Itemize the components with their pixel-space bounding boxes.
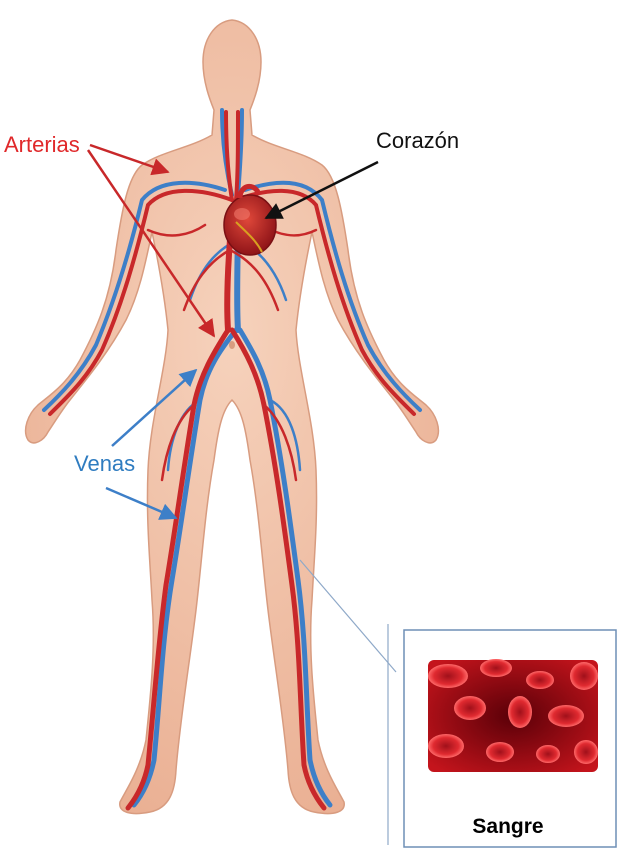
label-venas: Venas (74, 453, 135, 475)
label-arterias: Arterias (4, 134, 80, 156)
blood-cell (570, 662, 598, 690)
blood-cell (548, 705, 584, 727)
blood-cell (428, 664, 468, 688)
blood-cell (536, 745, 560, 763)
blood-cell (480, 659, 512, 677)
inset-connector-line (300, 560, 396, 672)
navel (229, 341, 235, 349)
blood-cell (486, 742, 514, 762)
blood-cell (454, 696, 486, 720)
blood-cell (428, 734, 464, 758)
blood-cell (574, 740, 598, 764)
blood-cell (508, 696, 532, 728)
heart-shape (224, 195, 276, 255)
artery-carotid-right (236, 112, 238, 200)
blood-cell (526, 671, 554, 689)
heart-highlight (234, 208, 250, 220)
inset-caption-sangre: Sangre (404, 816, 612, 837)
label-corazon: Corazón (376, 130, 459, 152)
